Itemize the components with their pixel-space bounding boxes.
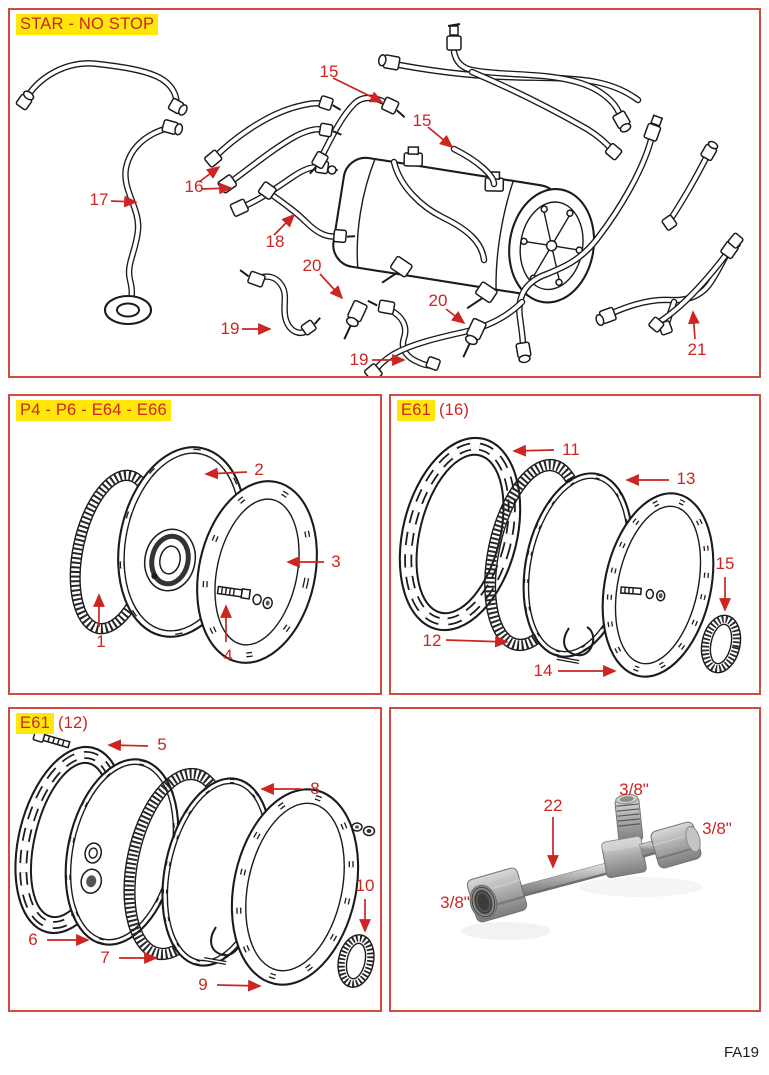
callout-arrows: [445, 444, 731, 677]
panel-title: E61(16): [397, 400, 470, 421]
callout-label: 7: [100, 948, 110, 967]
callout-label: 2: [254, 460, 264, 479]
panel-title-text: E61: [16, 713, 54, 734]
panel-title-qty: (16): [438, 401, 470, 419]
callout-label: 6: [28, 930, 38, 949]
callout-label: 1: [96, 632, 106, 651]
size-label: 3/8": [702, 819, 732, 838]
delivery-valve-20a: [343, 299, 368, 340]
panel-star-no-stop: STAR - NO STOP: [8, 8, 761, 378]
panel-t-fitting: 22 3/8" 3/8" 3/8": [389, 707, 761, 1012]
size-label: 3/8": [440, 893, 470, 912]
callout-label: 4: [223, 646, 233, 665]
ring-9: [230, 788, 360, 986]
vertical-port: [614, 793, 644, 843]
seal-handle: [556, 626, 595, 664]
callout-label: 22: [543, 796, 563, 815]
callout-label: 3: [331, 552, 341, 571]
panel-title: P4 - P6 - E64 - E66: [16, 400, 171, 421]
callout-label: 9: [198, 975, 208, 994]
panel-title-text: P4 - P6 - E64 - E66: [16, 400, 171, 421]
panel-title-qty: (12): [57, 714, 89, 732]
callout-arrows: [93, 467, 324, 642]
delivery-valve-20b: [462, 317, 487, 358]
gasket-set-illustration: [14, 729, 376, 992]
fuel-pipes-illustration: [15, 23, 744, 376]
callout-label: 20: [428, 291, 448, 310]
callout-label: 13: [676, 469, 696, 488]
callout-arrows: [110, 77, 700, 366]
t-fitting-photo: [461, 793, 703, 940]
callout-label: 15: [319, 62, 339, 81]
callout-label: 18: [265, 232, 285, 251]
injection-pump-body: [332, 146, 596, 310]
callout-label: 20: [302, 256, 322, 275]
panel-title-text: STAR - NO STOP: [16, 14, 159, 35]
panel-title: STAR - NO STOP: [16, 14, 159, 35]
callout-label: 19: [349, 350, 369, 369]
callout-label: 16: [184, 177, 204, 196]
callout-label: 14: [533, 661, 553, 680]
callout-arrows: [47, 739, 371, 992]
t-block: [601, 835, 647, 879]
center-seal: [143, 528, 197, 592]
pipe-22-tube: [513, 861, 615, 899]
callout-label: 19: [220, 319, 240, 338]
left-nut: [466, 867, 528, 923]
gasket-set-illustration: [398, 436, 742, 678]
o-ring-15: [700, 614, 742, 674]
ring-14: [601, 492, 715, 678]
callout-label: 17: [89, 190, 109, 209]
callout-label: 8: [310, 779, 320, 798]
callout-label: 21: [687, 340, 707, 359]
size-label: 3/8": [619, 780, 649, 799]
panel-e61-16: E61(16): [389, 394, 761, 695]
stud-4: [216, 585, 273, 610]
panel-title: E61(12): [16, 713, 89, 734]
page-code: FA19: [723, 1044, 759, 1061]
callout-label: 12: [422, 631, 442, 650]
right-nut: [650, 821, 702, 869]
callout-label: 11: [562, 440, 580, 459]
panel-title-text: E61: [397, 400, 435, 421]
panel-e61-12: E61(12): [8, 707, 382, 1012]
callout-label: 5: [157, 735, 167, 754]
callout-label: 15: [715, 554, 735, 573]
gasket-set-illustration: [69, 446, 324, 664]
panel-p4-p6-e64-e66: P4 - P6 - E64 - E66: [8, 394, 382, 695]
stud-washers: [619, 586, 666, 602]
pipe-fittings: [15, 23, 744, 376]
o-ring-10: [337, 934, 375, 988]
callout-label: 10: [355, 876, 375, 895]
small-nuts: [351, 822, 376, 837]
callout-label: 15: [412, 111, 432, 130]
baffle-ring-11: [398, 436, 522, 632]
